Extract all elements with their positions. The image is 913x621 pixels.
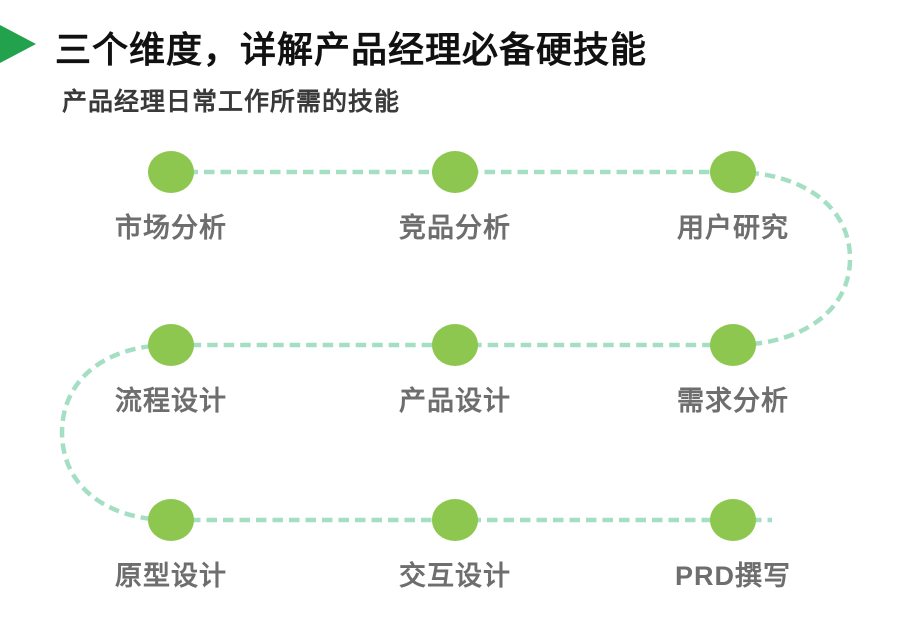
node-label: 流程设计: [115, 386, 227, 416]
node-label: 产品设计: [399, 386, 511, 416]
skill-node-product-design: 产品设计: [365, 324, 545, 418]
skill-node-requirement-analysis: 需求分析: [643, 324, 823, 418]
skill-node-user-research: 用户研究: [643, 151, 823, 245]
skill-node-competitor-analysis: 竞品分析: [365, 151, 545, 245]
node-dot: [148, 499, 194, 541]
skill-node-prototype-design: 原型设计: [81, 499, 261, 593]
node-label: 需求分析: [677, 386, 789, 416]
node-label: 交互设计: [399, 561, 511, 591]
accent-arrow-icon: [0, 25, 36, 63]
skill-node-process-design: 流程设计: [81, 324, 261, 418]
node-dot: [148, 151, 194, 193]
node-dot: [710, 151, 756, 193]
node-dot: [148, 324, 194, 366]
skill-node-interaction-design: 交互设计: [365, 499, 545, 593]
skill-node-market-analysis: 市场分析: [81, 151, 261, 245]
node-label: 原型设计: [115, 561, 227, 591]
node-dot: [710, 499, 756, 541]
node-label: 用户研究: [677, 213, 789, 243]
page-title: 三个维度，详解产品经理必备硬技能: [55, 29, 648, 70]
node-dot: [710, 324, 756, 366]
page-subtitle: 产品经理日常工作所需的技能: [62, 88, 401, 116]
node-dot: [432, 324, 478, 366]
node-label: 市场分析: [115, 213, 227, 243]
node-dot: [432, 499, 478, 541]
node-label: PRD撰写: [674, 561, 791, 591]
node-dot: [432, 151, 478, 193]
node-label: 竞品分析: [399, 213, 511, 243]
skill-node-prd-writing: PRD撰写: [643, 499, 823, 593]
